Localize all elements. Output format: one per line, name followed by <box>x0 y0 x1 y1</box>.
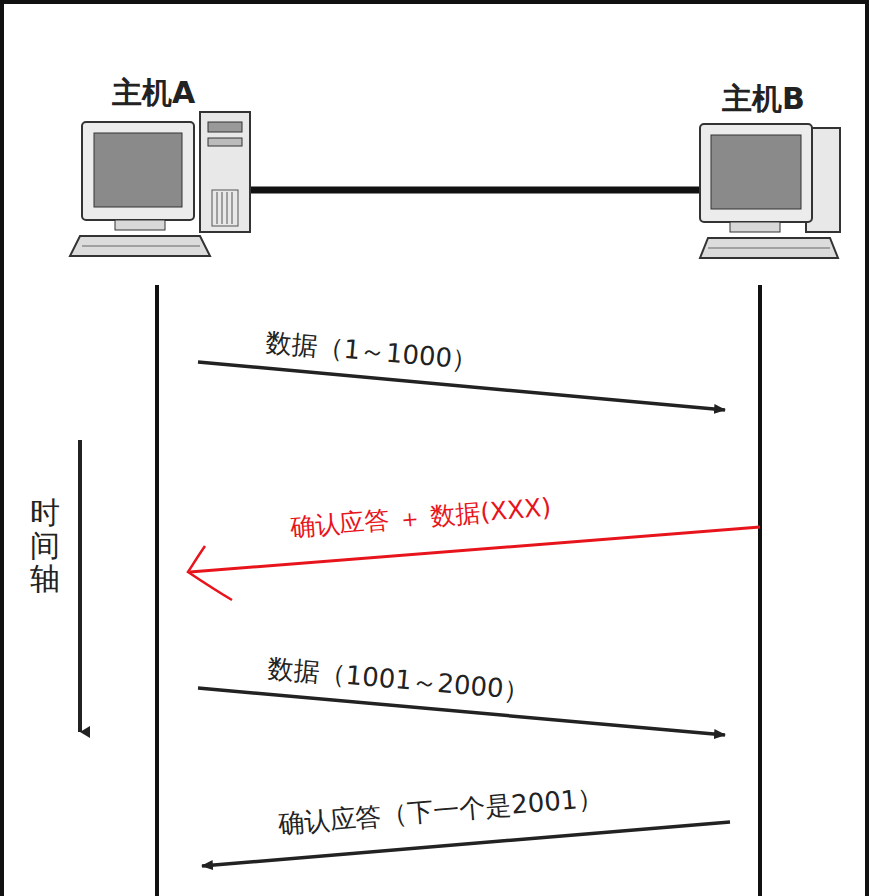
host-label: 主机A <box>112 76 195 109</box>
computer-b <box>700 124 840 258</box>
message-arrow-red <box>190 527 760 572</box>
computer-a <box>70 112 250 256</box>
message-label: 确认应答（下一个是2001） <box>277 783 604 838</box>
red-arrowhead <box>188 546 232 600</box>
time-axis-arrow <box>78 440 82 732</box>
cable <box>250 187 700 194</box>
axis-label: 时间轴 <box>30 496 60 595</box>
message-label: 数据（1～1000） <box>265 328 479 375</box>
timeline-b <box>758 285 762 896</box>
host-label: 主机B <box>722 82 805 115</box>
timeline-a <box>155 285 159 896</box>
message-label-red: 确认应答 ＋ 数据(XXX) <box>289 494 552 542</box>
